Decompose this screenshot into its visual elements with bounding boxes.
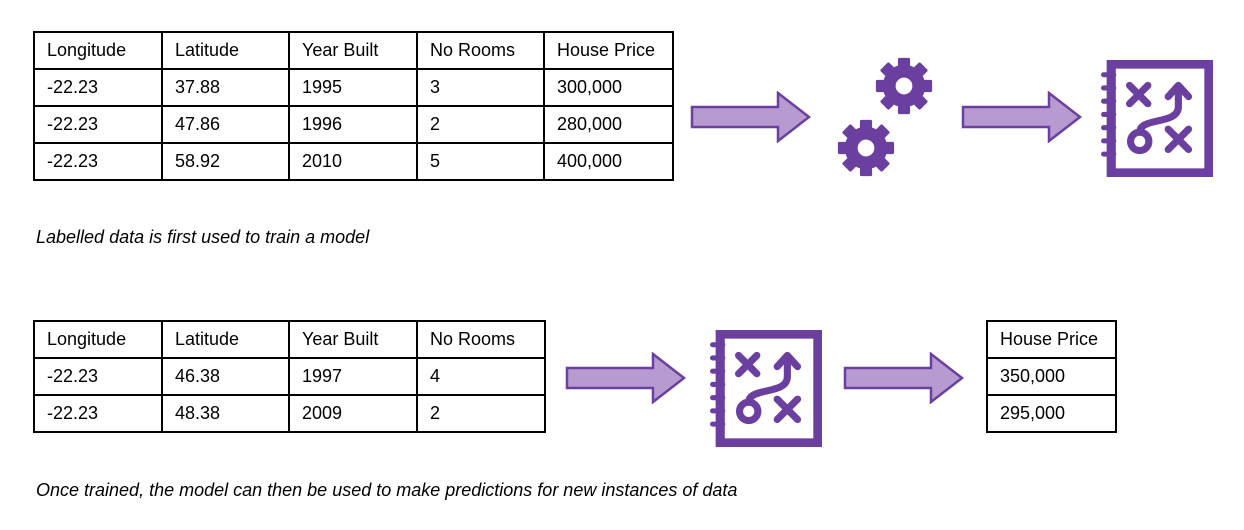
prediction-input-table: Longitude Latitude Year Built No Rooms -… <box>33 320 546 433</box>
right-arrow-icon <box>843 352 965 404</box>
table-cell: -22.23 <box>33 68 163 107</box>
table-cell: 58.92 <box>161 142 290 181</box>
table-cell: 1996 <box>288 105 418 144</box>
table-cell: 48.38 <box>161 394 290 433</box>
prediction-output-table: House Price 350,000 295,000 <box>986 320 1117 433</box>
table-row: -22.23 48.38 2009 2 <box>33 394 546 433</box>
table-cell: 280,000 <box>543 105 674 144</box>
table-cell: 46.38 <box>161 357 290 396</box>
table-cell: -22.23 <box>33 394 163 433</box>
right-arrow-icon <box>690 91 812 143</box>
table-cell: 2 <box>416 394 546 433</box>
table-cell: 4 <box>416 357 546 396</box>
model-playbook-icon <box>710 330 822 447</box>
table-cell: -22.23 <box>33 105 163 144</box>
table-cell: 400,000 <box>543 142 674 181</box>
column-header-latitude: Latitude <box>161 31 290 70</box>
column-header-no-rooms: No Rooms <box>416 31 545 70</box>
table-row: -22.23 46.38 1997 4 <box>33 357 546 396</box>
model-playbook-icon <box>1101 60 1213 177</box>
table-cell: 3 <box>416 68 545 107</box>
table-header-row: House Price <box>986 320 1117 359</box>
table-row: -22.23 47.86 1996 2 280,000 <box>33 105 674 144</box>
table-row: 350,000 <box>986 357 1117 396</box>
table-cell: -22.23 <box>33 357 163 396</box>
training-data-table: Longitude Latitude Year Built No Rooms H… <box>33 31 674 181</box>
table-header-row: Longitude Latitude Year Built No Rooms <box>33 320 546 359</box>
column-header-year-built: Year Built <box>288 31 418 70</box>
table-row: 295,000 <box>986 394 1117 433</box>
right-arrow-icon <box>565 352 687 404</box>
table-cell: 5 <box>416 142 545 181</box>
table-header-row: Longitude Latitude Year Built No Rooms H… <box>33 31 674 70</box>
gears-icon <box>837 57 933 177</box>
table-cell: 2 <box>416 105 545 144</box>
table-cell: 350,000 <box>986 357 1117 396</box>
table-cell: 2009 <box>288 394 418 433</box>
table-cell: 47.86 <box>161 105 290 144</box>
table-row: -22.23 58.92 2010 5 400,000 <box>33 142 674 181</box>
column-header-longitude: Longitude <box>33 320 163 359</box>
table-cell: 295,000 <box>986 394 1117 433</box>
column-header-latitude: Latitude <box>161 320 290 359</box>
prediction-caption: Once trained, the model can then be used… <box>36 480 738 500</box>
column-header-house-price: House Price <box>986 320 1117 359</box>
column-header-no-rooms: No Rooms <box>416 320 546 359</box>
table-cell: -22.23 <box>33 142 163 181</box>
table-cell: 37.88 <box>161 68 290 107</box>
table-cell: 1995 <box>288 68 418 107</box>
table-cell: 300,000 <box>543 68 674 107</box>
table-cell: 2010 <box>288 142 418 181</box>
right-arrow-icon <box>961 91 1083 143</box>
column-header-house-price: House Price <box>543 31 674 70</box>
table-cell: 1997 <box>288 357 418 396</box>
table-row: -22.23 37.88 1995 3 300,000 <box>33 68 674 107</box>
column-header-year-built: Year Built <box>288 320 418 359</box>
training-caption: Labelled data is first used to train a m… <box>36 227 370 247</box>
column-header-longitude: Longitude <box>33 31 163 70</box>
